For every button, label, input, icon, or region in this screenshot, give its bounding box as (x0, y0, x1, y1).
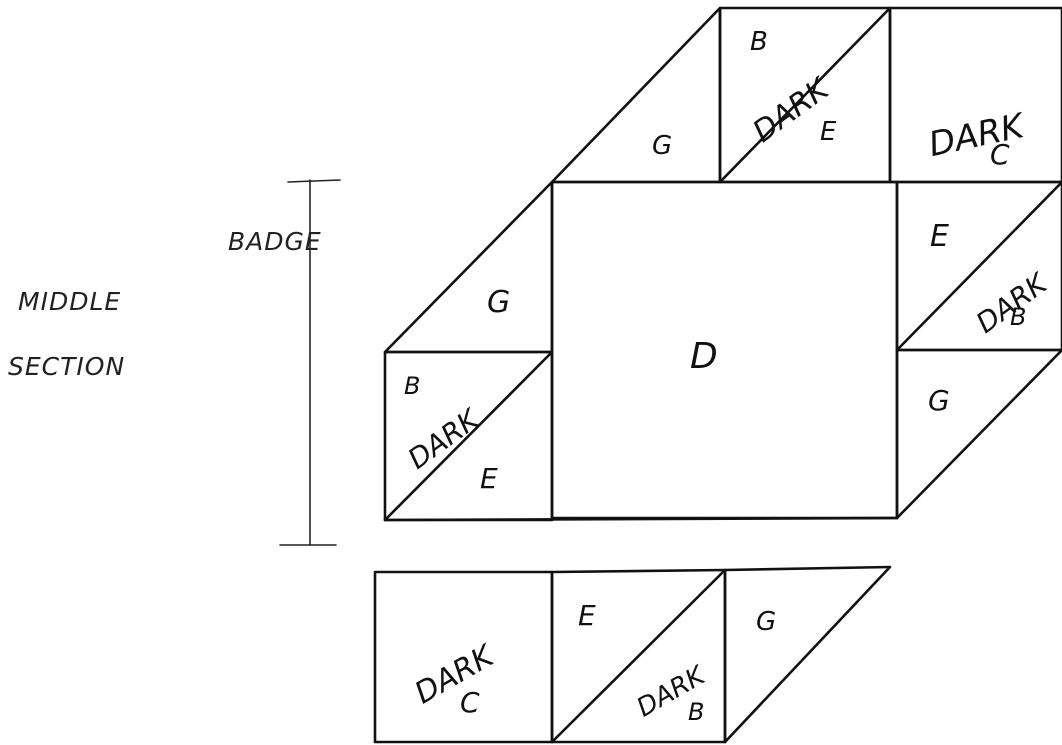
left-b-label: B (404, 372, 420, 400)
bottom-eb-diagonal (550, 568, 727, 744)
bottom-e-label: E (578, 599, 596, 632)
left-be-diagonal (383, 350, 554, 522)
side-label: BADGE MIDDLE SECTION (8, 227, 322, 381)
top-c-label: C (990, 138, 1010, 171)
height-bracket (279, 179, 341, 546)
bottom-c-label: C (460, 686, 480, 719)
left-g-label: G (487, 285, 510, 320)
right-eb-diagonal (895, 180, 1062, 352)
right-b-label: B (1010, 303, 1026, 331)
top-g-label: G (652, 131, 672, 161)
left-dark-label: DARK (402, 401, 487, 475)
right-g-label: G (928, 384, 950, 417)
right-e-label: E (930, 219, 949, 254)
bottom-dark-c-label: DARK (409, 638, 501, 712)
top-dark-c-label: DARK (925, 106, 1029, 166)
right-g-triangle (895, 348, 1062, 520)
left-e-label: E (480, 462, 498, 495)
middle-section (383, 180, 1062, 522)
top-g-triangle (550, 6, 722, 184)
top-c-square (888, 6, 1062, 184)
top-e-label: E (820, 117, 837, 147)
top-b-label: B (750, 27, 768, 57)
top-be-diagonal (718, 6, 892, 184)
bottom-b-label: B (688, 698, 704, 726)
side-label-line1: BADGE (228, 227, 322, 256)
bottom-g-label: G (756, 607, 776, 637)
center-d-square (550, 180, 899, 520)
bottom-g-triangle (723, 565, 892, 744)
right-eb-parallelogram (895, 180, 1062, 352)
side-label-line2: MIDDLE (18, 287, 121, 316)
bottom-row (373, 565, 892, 744)
side-label-line3: SECTION (8, 352, 125, 381)
left-g-triangle (383, 180, 554, 354)
middle-bottom-edge (383, 516, 899, 522)
center-d-label: D (690, 336, 718, 377)
